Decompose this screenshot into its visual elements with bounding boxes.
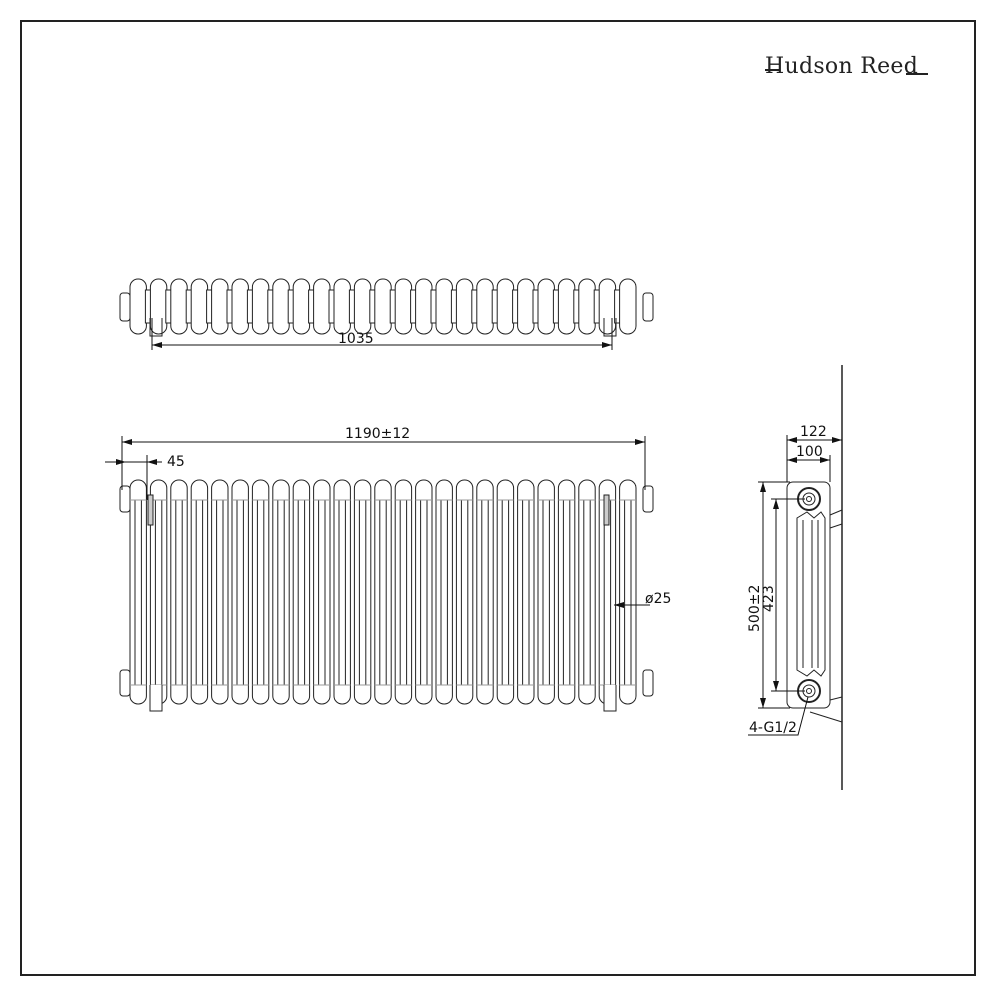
end-cap <box>642 485 654 513</box>
section-top <box>619 278 637 335</box>
section-top <box>476 278 494 335</box>
leader-connections <box>748 696 809 736</box>
radiator-section <box>211 479 229 705</box>
end-cap <box>642 669 654 697</box>
foot-bracket <box>603 685 617 712</box>
radiator-section <box>578 479 596 705</box>
radiator-section <box>557 479 576 705</box>
pipe-connection-core <box>806 496 812 502</box>
section-top <box>374 278 392 335</box>
radiator-section <box>415 479 433 705</box>
section-top <box>455 278 474 335</box>
radiator-section <box>455 479 474 705</box>
radiator-section <box>333 479 351 705</box>
label-depth-body: 100 <box>796 444 823 460</box>
bracket-line <box>829 696 843 701</box>
section-top <box>598 278 617 335</box>
dimension-lines <box>105 318 842 736</box>
radiator-section <box>374 479 392 705</box>
side-columns <box>796 511 826 677</box>
end-cap <box>119 669 131 697</box>
section-top <box>353 278 372 335</box>
logo-line-right <box>906 73 929 75</box>
bracket-line <box>829 509 843 516</box>
section-top <box>557 278 576 335</box>
section-top <box>149 278 168 335</box>
wall-bracket <box>147 494 154 526</box>
radiator-section <box>353 479 372 705</box>
label-top-width: 1035 <box>338 331 374 347</box>
section-top <box>272 278 290 335</box>
radiator-section <box>394 479 413 705</box>
section-top <box>292 278 311 335</box>
radiator-section <box>517 479 535 705</box>
radiator-section <box>313 479 331 705</box>
end-cap <box>119 292 131 322</box>
section-top <box>190 278 209 335</box>
foot-bracket <box>149 685 163 712</box>
bracket-line <box>829 523 843 529</box>
label-tube-diameter: ø25 <box>645 591 671 607</box>
end-cap <box>642 292 654 322</box>
radiator-section <box>170 479 188 705</box>
radiator-section <box>251 479 270 705</box>
radiator-section <box>619 479 637 705</box>
section-top <box>394 278 413 335</box>
wall-bracket <box>603 318 617 337</box>
label-offset: 45 <box>167 454 185 470</box>
section-top <box>435 278 453 335</box>
wall-bracket <box>149 318 163 337</box>
section-top <box>496 278 515 335</box>
radiator-section <box>231 479 249 705</box>
section-top <box>578 278 596 335</box>
section-top <box>517 278 535 335</box>
section-top <box>211 278 229 335</box>
label-overall-width: 1190±12 <box>345 426 410 442</box>
drawing-frame <box>20 20 976 976</box>
logo-text: Hudson Reed <box>765 54 919 79</box>
radiator-section <box>496 479 515 705</box>
radiator-section <box>190 479 209 705</box>
section-top <box>129 278 147 335</box>
logo-line-left <box>765 69 779 71</box>
section-top <box>415 278 433 335</box>
pipe-connection-core <box>806 688 812 694</box>
section-top <box>251 278 270 335</box>
radiator-section <box>129 479 147 705</box>
section-top <box>170 278 188 335</box>
section-top <box>333 278 351 335</box>
side-view <box>786 365 843 790</box>
section-top <box>231 278 249 335</box>
top-view <box>119 278 654 337</box>
label-height: 500±2 <box>747 585 763 632</box>
label-connections: 4-G1/2 <box>749 720 797 736</box>
section-top <box>537 278 555 335</box>
radiator-section <box>537 479 555 705</box>
section-top <box>313 278 331 335</box>
radiator-section <box>292 479 311 705</box>
radiator-section <box>435 479 453 705</box>
radiator-section <box>272 479 290 705</box>
label-depth-overall: 122 <box>800 424 827 440</box>
front-view <box>119 479 654 712</box>
bracket-line <box>809 711 843 723</box>
label-centres: 423 <box>761 585 777 612</box>
radiator-section <box>476 479 494 705</box>
wall-bracket <box>603 494 610 526</box>
brand-logo: Hudson Reed <box>765 54 929 79</box>
